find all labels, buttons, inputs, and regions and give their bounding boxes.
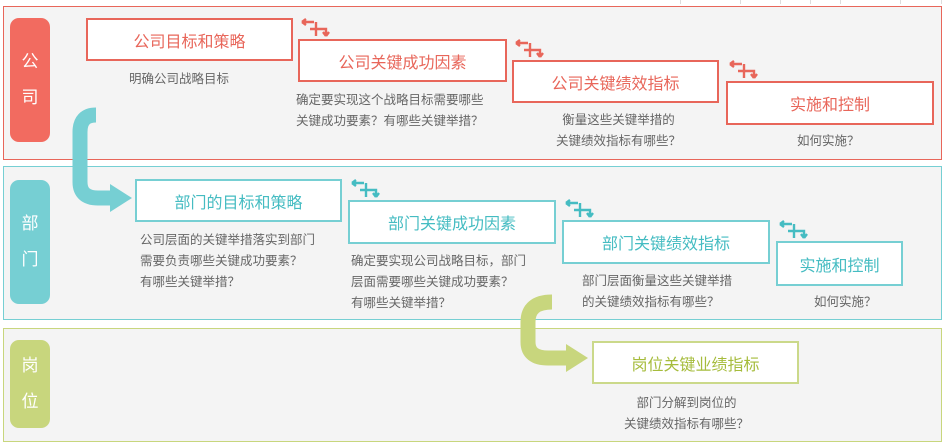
department-kpi-label: 部门关键绩效指标 — [601, 234, 730, 253]
position-tab-char-2: 位 — [21, 392, 39, 412]
company-tab-char-2: 司 — [21, 88, 39, 108]
company-kpi-box: 公司关键绩效指标 — [512, 60, 719, 103]
company-tab: 公 司 — [10, 18, 50, 142]
company-kpi-label: 公司关键绩效指标 — [551, 73, 680, 93]
double-arrow-icon — [515, 39, 544, 58]
double-arrow-icon — [779, 220, 808, 239]
department-implement-box: 实施和控制 — [776, 241, 903, 286]
company-to-department-arrow — [72, 107, 132, 212]
department-kpi-desc: 部门层面衡量这些关键举措的关键绩效指标有哪些？ — [582, 273, 733, 309]
double-arrow-icon — [351, 179, 380, 198]
company-implement-label: 实施和控制 — [789, 95, 870, 114]
department-goal-label: 部门的目标和策略 — [174, 192, 303, 212]
grid-line — [900, 0, 942, 4]
grid-line — [780, 0, 811, 4]
grid-line — [810, 0, 841, 4]
department-implement-label: 实施和控制 — [799, 255, 880, 275]
company-csf-desc: 确定要实现这个战略目标需要哪些关键成功要素？有哪些关键举措？ — [296, 92, 484, 128]
department-tab: 部 门 — [10, 180, 50, 304]
department-goal-desc: 公司层面的关键举措落实到部门需要负责哪些关键成功要素？有哪些关键举措？ — [140, 232, 316, 289]
department-csf-label: 部门关键成功因素 — [387, 214, 516, 233]
company-csf-label: 公司关键成功因素 — [338, 52, 467, 72]
company-implement-desc: 如何实施？ — [797, 133, 860, 148]
department-tab-char-2: 门 — [21, 250, 39, 270]
double-arrow-icon — [729, 60, 758, 79]
department-goal-box: 部门的目标和策略 — [135, 179, 342, 222]
position-kpi-label: 岗位关键业绩指标 — [631, 354, 760, 374]
double-arrow-icon — [565, 199, 594, 218]
company-goal-box: 公司目标和策略 — [86, 18, 293, 61]
grid-line — [840, 0, 901, 4]
company-goal-label: 公司目标和策略 — [133, 31, 246, 51]
department-tab-char-1: 部 — [21, 214, 39, 234]
grid-line — [740, 0, 781, 4]
department-csf-box: 部门关键成功因素 — [348, 200, 556, 244]
grid-line — [680, 0, 741, 4]
department-kpi-box: 部门关键绩效指标 — [562, 220, 770, 264]
double-arrow-icon — [301, 18, 330, 37]
company-kpi-desc: 衡量这些关键举措的关键绩效指标有哪些？ — [556, 112, 682, 148]
position-kpi-box: 岗位关键业绩指标 — [592, 341, 799, 384]
department-to-position-arrow — [520, 294, 588, 372]
position-kpi-desc: 部门分解到岗位的关键绩效指标有哪些？ — [624, 395, 750, 431]
company-tab-char-1: 公 — [21, 52, 39, 72]
company-implement-box: 实施和控制 — [726, 81, 934, 125]
position-tab: 岗 位 — [10, 340, 50, 428]
position-tab-char-1: 岗 — [21, 356, 39, 376]
company-csf-box: 公司关键成功因素 — [298, 39, 507, 82]
department-csf-desc: 确定要实现公司战略目标，部门层面需要哪些关键成功要素？有哪些关键举措？ — [351, 253, 527, 310]
department-implement-desc: 如何实施？ — [814, 294, 877, 309]
company-goal-desc: 明确公司战略目标 — [129, 71, 230, 86]
